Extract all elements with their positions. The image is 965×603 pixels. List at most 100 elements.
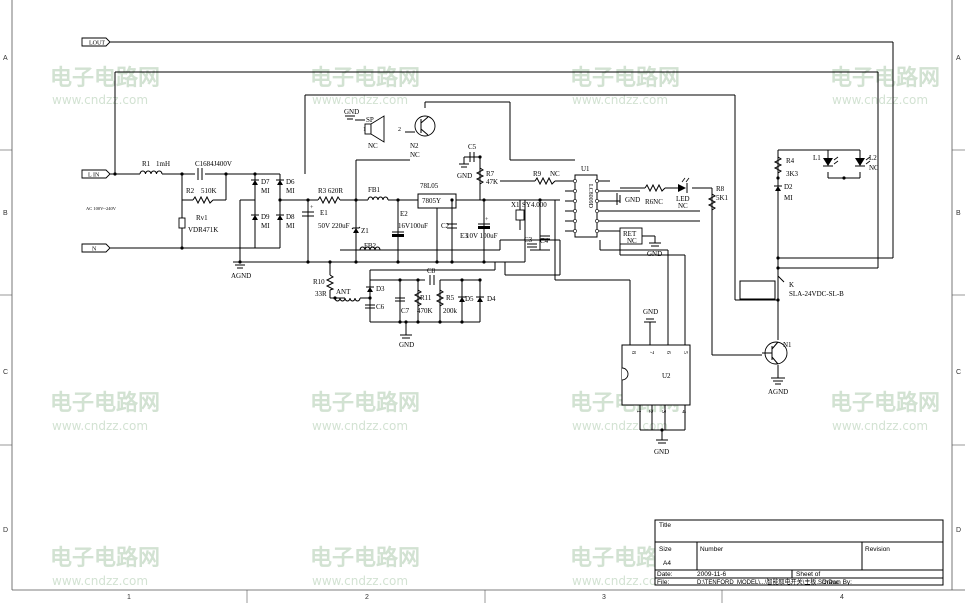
d3-label: D3: [376, 285, 385, 293]
r11-label: R11: [420, 294, 432, 302]
svg-text:4: 4: [680, 410, 686, 413]
c5-label: C5: [468, 143, 477, 151]
row-label-c: C: [3, 369, 8, 376]
resistor-r2: R2 510K: [186, 187, 217, 205]
r10-value: 33R: [315, 290, 327, 298]
capacitor-c7: C7: [395, 297, 410, 315]
watermark-cn: 电子电路网: [50, 65, 160, 91]
date-value: 2009-11-6: [697, 571, 727, 578]
svg-text:5: 5: [682, 351, 688, 354]
capacitor-c3: C3: [524, 236, 537, 248]
l1-label: L1: [813, 154, 821, 162]
l2-label: L2: [869, 154, 877, 162]
r2-label: R2: [186, 187, 195, 195]
revision-label: Revision: [865, 546, 890, 553]
diode-d2: D2 MI: [774, 183, 793, 202]
agnd-label-right: AGND: [768, 388, 788, 396]
fb2-label: FB2: [364, 242, 377, 250]
e1-label: E1: [320, 209, 328, 217]
svg-text:2: 2: [398, 127, 401, 133]
l2-nc: NC: [869, 164, 879, 172]
capacitor-c6: C6: [365, 303, 385, 311]
sp-nc: NC: [368, 142, 378, 150]
col-label-2: 2: [365, 594, 369, 601]
d6-value: MI: [286, 187, 295, 195]
capacitor-c5: C5 GND: [457, 143, 477, 180]
r2-value: 510K: [201, 187, 217, 195]
n2-label: N2: [410, 142, 419, 150]
ant-label: ANT: [336, 288, 351, 296]
date-label: Date:: [657, 571, 673, 578]
electrolytic-e1: + E1 50V 220uF: [302, 205, 350, 230]
row-label-d: D: [3, 527, 8, 534]
file-label: File:: [657, 579, 669, 586]
e2-label: E2: [400, 210, 408, 218]
fb1-label: FB1: [368, 186, 381, 194]
resistor-r7: R7 47K: [475, 167, 498, 186]
diode-d7: D7 MI: [251, 178, 270, 195]
col-label-4: 4: [840, 594, 844, 601]
sp-label: SP: [366, 116, 374, 124]
resistor-r3: R3 620R: [317, 187, 343, 205]
c2-label: C2: [441, 222, 450, 230]
relay-part: SLA-24VDC-SL-B: [789, 290, 844, 298]
d6-label: D6: [286, 178, 295, 186]
row-label-b-right: B: [956, 210, 961, 217]
rv1-value: VDR471K: [188, 226, 218, 234]
speaker-sp: SP GND NC 1 2: [344, 108, 401, 150]
u1-part: LC8009D: [587, 184, 593, 209]
d5-label: D5: [465, 295, 474, 303]
d8-value: MI: [286, 222, 295, 230]
ret-button: RET NC GND: [619, 227, 662, 258]
r9-label: R9: [533, 170, 542, 178]
resistor-r5: R5 200k: [435, 289, 458, 315]
e3-label: E3: [460, 232, 468, 240]
resistor-r8: R8 5K1: [707, 185, 729, 211]
inductor-r1: R1 1mH: [139, 160, 170, 175]
electrolytic-e2: E2 16V100uF: [392, 210, 428, 237]
r1-value: 1mH: [156, 160, 170, 168]
u2-label: U2: [662, 372, 671, 380]
agnd-symbol-left: AGND: [231, 261, 251, 280]
svg-text:+: +: [485, 217, 489, 223]
u2-gnd-bot: GND: [654, 448, 669, 456]
c1-label: C1684J400V: [195, 160, 232, 168]
d2-value: MI: [784, 194, 793, 202]
svg-text:1: 1: [635, 410, 641, 413]
watermark-en: www.cndzz.com: [52, 93, 148, 107]
resistor-r11: R11 470K: [413, 289, 433, 315]
agnd-label-left: AGND: [231, 272, 251, 280]
svg-text:1: 1: [363, 127, 366, 133]
diode-d3: D3: [366, 285, 385, 293]
c3-label: C3: [524, 236, 533, 244]
transistor-n2: N2 NC: [410, 115, 436, 159]
ferrite-fb2: FB2: [359, 242, 381, 251]
u1-gnd-label: GND: [625, 196, 640, 204]
r1-label: R1: [142, 160, 151, 168]
svg-text:7: 7: [648, 351, 654, 354]
port-n: N: [81, 243, 111, 253]
size-value: A4: [663, 560, 671, 567]
capacitor-c1: C1684J400V: [195, 160, 232, 180]
watermark-layer: 电子电路网 www.cndzz.com 电子电路网 www.cndzz.com …: [50, 65, 940, 588]
port-n-label: N: [92, 247, 97, 253]
file-value: D:\TENFORD_MODEL\...\智能取电开关\主板.SchDoc: [697, 578, 839, 586]
ret-label: RET: [623, 230, 637, 238]
led: LED NC: [676, 177, 690, 210]
watermark-cn: 电子电路网: [830, 65, 940, 91]
port-lin: L IN: [81, 169, 111, 179]
regulator-label: 78L05: [420, 182, 439, 190]
c4-label: C4: [540, 237, 549, 245]
row-label-d-right: D: [956, 527, 961, 534]
port-lout-label: LOUT: [89, 41, 105, 47]
led-label: LED: [676, 195, 690, 203]
svg-text:8: 8: [630, 351, 636, 354]
e1-value: 50V 220uF: [318, 222, 350, 230]
u1-label: U1: [581, 165, 590, 173]
row-label-a: A: [3, 55, 8, 62]
watermark-en: www.cndzz.com: [572, 574, 668, 588]
svg-text:+: +: [310, 205, 314, 211]
z1-label: Z1: [361, 227, 369, 235]
